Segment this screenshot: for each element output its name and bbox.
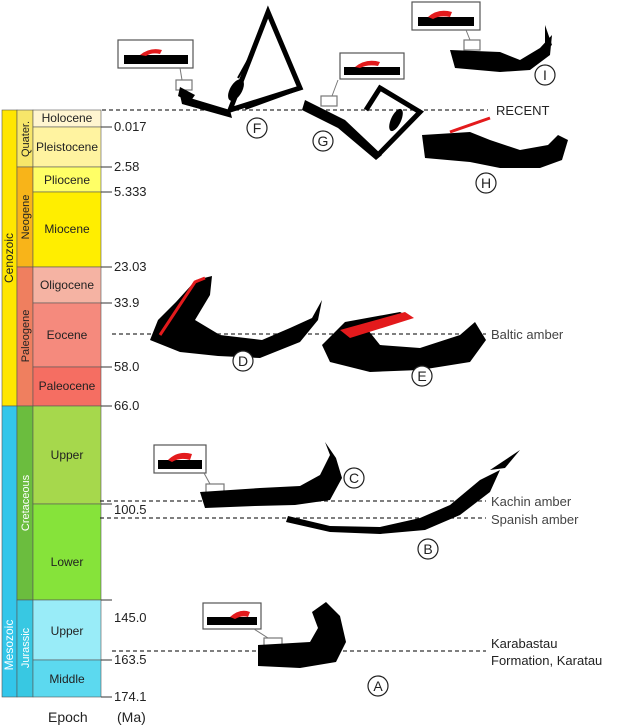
- age-label: 174.1: [114, 689, 147, 704]
- specimen-e-fossil: [322, 312, 486, 372]
- epoch-label-holocene: Holocene: [42, 111, 93, 125]
- epoch-middle-jurassic-box: [32, 659, 102, 698]
- deposit-label-karabastau-1: Karabastau: [491, 636, 558, 651]
- era-label-cenozoic: Cenozoic: [2, 233, 16, 283]
- epoch-lower-cretaceous-box: [32, 503, 102, 601]
- period-label-neogene: Neogene: [20, 195, 32, 240]
- specimen-b-fossil: [286, 450, 520, 534]
- epoch-label-middle-jurassic: Middle: [49, 672, 85, 686]
- epoch-label-lower-cretaceous: Lower: [51, 555, 84, 569]
- specimen-letter-g: G: [318, 133, 329, 149]
- epoch-label-upper-jurassic: Upper: [51, 624, 84, 638]
- specimen-letter-a: A: [373, 678, 383, 694]
- specimen-i-fossil: [411, 1, 552, 72]
- age-label: 66.0: [114, 398, 139, 413]
- epoch-label-pliocene: Pliocene: [44, 173, 90, 187]
- specimen-labels: A B C D E F G H I: [232, 64, 556, 697]
- epoch-paleocene-box: [32, 366, 102, 407]
- period-label-jurassic: Jurassic: [20, 627, 32, 668]
- epoch-pliocene-box: [32, 166, 102, 193]
- period-label-quaternary: Quater.: [20, 121, 32, 157]
- deposit-label-karabastau-2: Formation, Karatau: [491, 653, 602, 668]
- epoch-pleistocene-box: [32, 126, 102, 168]
- deposit-label-baltic-amber: Baltic amber: [491, 327, 564, 342]
- age-label: 33.9: [114, 295, 139, 310]
- specimen-f-fossil: [117, 5, 304, 118]
- age-label: 0.017: [114, 119, 147, 134]
- specimen-letter-f: F: [253, 120, 262, 136]
- specimen-letter-c: C: [349, 470, 359, 486]
- specimen-a-fossil: [202, 602, 346, 668]
- epoch-eocene-box: [32, 302, 102, 368]
- axis-label-epoch: Epoch: [48, 709, 88, 725]
- specimen-letter-i: I: [543, 67, 547, 83]
- era-label-mesozoic: Mesozoic: [2, 620, 16, 671]
- age-label: 100.5: [114, 502, 147, 517]
- epoch-upper-jurassic-box: [32, 599, 102, 661]
- age-label: 58.0: [114, 359, 139, 374]
- period-label-cretaceous: Cretaceous: [20, 474, 32, 531]
- epoch-label-upper-cretaceous: Upper: [51, 448, 84, 462]
- epoch-label-pleistocene: Pleistocene: [36, 140, 98, 154]
- period-label-paleogene: Paleogene: [20, 310, 32, 363]
- deposit-label-spanish-amber: Spanish amber: [491, 512, 579, 527]
- axis-label-ma: (Ma): [117, 709, 146, 725]
- deposit-label-kachin-amber: Kachin amber: [491, 494, 572, 509]
- specimen-letter-b: B: [423, 541, 432, 557]
- age-label: 163.5: [114, 652, 147, 667]
- specimen-letter-d: D: [238, 353, 248, 369]
- specimen-letter-h: H: [481, 175, 491, 191]
- age-label: 145.0: [114, 610, 147, 625]
- epoch-upper-cretaceous-box: [32, 405, 102, 505]
- specimen-h-fossil: [422, 116, 568, 168]
- epoch-oligocene-box: [32, 266, 102, 304]
- epoch-label-paleocene: Paleocene: [39, 379, 96, 393]
- specimen-g-fossil: [302, 52, 424, 160]
- age-label: 2.58: [114, 159, 139, 174]
- epoch-label-oligocene: Oligocene: [40, 278, 94, 292]
- epoch-label-eocene: Eocene: [47, 328, 88, 342]
- deposit-label-recent: RECENT: [496, 103, 550, 118]
- epoch-miocene-box: [32, 191, 102, 268]
- specimen-letter-e: E: [417, 368, 426, 384]
- age-label: 5.333: [114, 184, 147, 199]
- epoch-label-miocene: Miocene: [44, 222, 90, 236]
- age-label: 23.03: [114, 259, 147, 274]
- timescale-column: Cenozoic Mesozoic Quater. Neogene Paleog…: [1, 109, 147, 725]
- specimen-d-fossil: [150, 276, 322, 358]
- specimen-c-fossil: [153, 442, 342, 508]
